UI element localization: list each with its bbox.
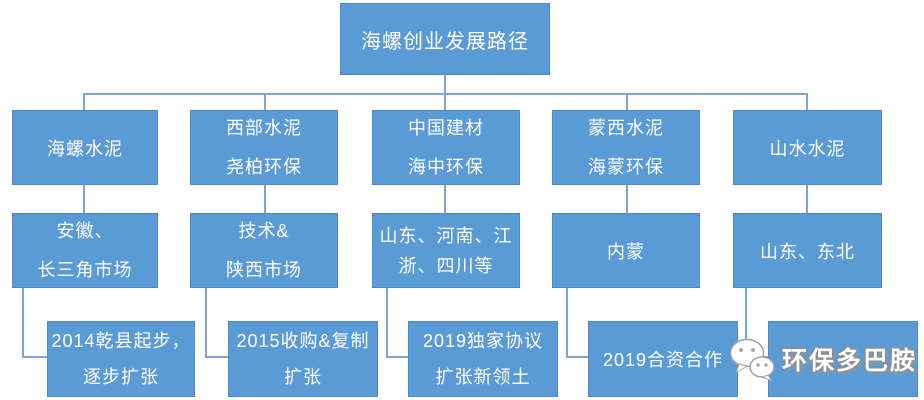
node-text-line: 内蒙 (607, 241, 645, 262)
connector-mid-col2 (264, 185, 266, 213)
node-text-line: 山东、东北 (760, 241, 855, 262)
node-text-line: 中国建材 (408, 117, 484, 138)
connector-elbow-v-col1 (22, 288, 24, 357)
node-market-col5: 山东、东北 (733, 213, 882, 288)
connector-mid-col4 (626, 185, 628, 213)
node-text-line: 海螺水泥 (47, 138, 123, 159)
connector-elbow-v-col3 (386, 288, 388, 357)
node-text-line: 长三角市场 (37, 259, 133, 280)
connector-elbow-v-col4 (566, 288, 568, 357)
node-market-col1: 安徽、 长三角市场 (12, 213, 158, 288)
node-partner-col2: 西部水泥 尧柏环保 (190, 110, 338, 185)
node-text-line: 西部水泥 (226, 117, 302, 138)
connector-elbow-v-col2 (205, 288, 207, 357)
connector-elbow-h-col1 (22, 356, 47, 358)
node-partner-col4: 蒙西水泥 海蒙环保 (552, 110, 700, 185)
node-partner-col1: 海螺水泥 (12, 110, 158, 185)
connector-elbow-v-col5 (745, 288, 747, 357)
node-milestone-col5 (768, 321, 918, 397)
node-text-line: 海蒙环保 (588, 156, 664, 177)
connector-drop-col2 (264, 93, 266, 110)
connector-drop-col4 (626, 93, 628, 110)
node-text-line: 山水水泥 (769, 138, 846, 159)
node-market-col2: 技术& 陕西市场 (190, 213, 338, 288)
node-market-col3: 山东、河南、江 浙、四川等 (372, 213, 520, 288)
node-text-line: 扩张 (284, 367, 322, 387)
node-text-line: 山东、河南、江 (379, 225, 513, 246)
connector-mid-col3 (444, 185, 446, 213)
node-text-line: 2019合资合作 (602, 350, 724, 370)
node-text-line: 蒙西水泥 (588, 117, 664, 138)
node-partner-col5: 山水水泥 (733, 110, 882, 185)
node-partner-col3: 中国建材 海中环保 (372, 110, 520, 185)
node-text-line: 海螺创业发展路径 (361, 30, 529, 53)
connector-drop-col3 (444, 93, 446, 110)
connector-drop-col1 (83, 93, 85, 110)
connector-elbow-h-col5 (745, 356, 768, 358)
node-text-line: 陕西市场 (226, 259, 302, 280)
node-text-line: 扩张新领土 (435, 367, 531, 387)
node-text-line: 技术& (238, 220, 290, 241)
connector-elbow-h-col3 (386, 356, 408, 358)
connector-mid-col5 (806, 185, 808, 213)
connector-elbow-h-col2 (205, 356, 228, 358)
node-milestone-col1: 2014乾县起步， 逐步扩张 (47, 321, 195, 397)
node-market-col4: 内蒙 (552, 213, 700, 288)
node-milestone-col3: 2019独家协议 扩张新领土 (408, 321, 558, 397)
node-milestone-col4: 2019合资合作 (588, 321, 738, 397)
node-milestone-col2: 2015收购&复制 扩张 (228, 321, 378, 397)
connector-root-stem (444, 75, 446, 94)
node-text-line: 浙、四川等 (398, 255, 494, 276)
node-text-line: 2014乾县起步， (51, 331, 191, 351)
connector-mid-col1 (83, 185, 85, 213)
connector-elbow-h-col4 (566, 356, 588, 358)
node-text-line: 海中环保 (408, 156, 484, 177)
node-text-line: 安徽、 (56, 220, 114, 241)
node-text-line: 逐步扩张 (83, 367, 159, 387)
node-text-line: 2015收购&复制 (236, 331, 370, 351)
connector-drop-col5 (806, 93, 808, 110)
node-text-line: 2019独家协议 (422, 331, 544, 351)
node-root-title: 海螺创业发展路径 (340, 3, 550, 75)
node-text-line: 尧柏环保 (226, 156, 302, 177)
